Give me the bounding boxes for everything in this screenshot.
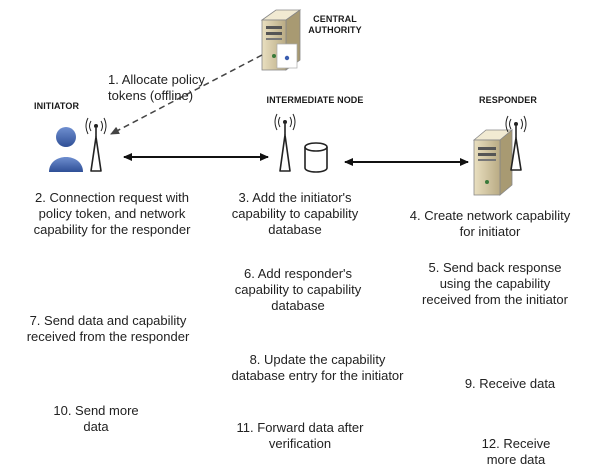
step-5: 5. Send back response using the capabili… xyxy=(422,260,568,307)
central-authority-label: CENTRAL AUTHORITY xyxy=(308,14,362,35)
responder-label: RESPONDER xyxy=(479,95,537,105)
intermediate-node-label: INTERMEDIATE NODE xyxy=(266,95,364,105)
step-1: 1. Allocate policy tokens (offline) xyxy=(108,72,205,103)
responder-server-icon xyxy=(472,129,514,196)
step-2: 2. Connection request with policy token,… xyxy=(33,190,191,237)
responder-antenna-icon xyxy=(505,115,527,171)
step-9: 9. Receive data xyxy=(464,376,556,391)
step-12: 12. Receive more data xyxy=(481,436,551,467)
step-11: 11. Forward data after verification xyxy=(236,420,364,451)
step-7: 7. Send data and capability received fro… xyxy=(26,313,190,344)
initiator-antenna-icon xyxy=(85,117,107,172)
step-8: 8. Update the capability database entry … xyxy=(231,352,404,383)
step-10: 10. Send more data xyxy=(53,403,139,434)
initiator-person-icon xyxy=(49,127,83,172)
policy-token-dashed-arrow xyxy=(110,54,263,135)
central-authority-server-icon xyxy=(260,9,302,71)
intermediate-antenna-icon xyxy=(274,113,296,172)
step-3: 3. Add the initiator's capability to cap… xyxy=(231,190,359,237)
capability-database-icon xyxy=(304,142,328,173)
initiator-label: INITIATOR xyxy=(34,101,80,111)
step-6: 6. Add responder's capability to capabil… xyxy=(234,266,362,313)
step-4: 4. Create network capability for initiat… xyxy=(409,208,571,239)
